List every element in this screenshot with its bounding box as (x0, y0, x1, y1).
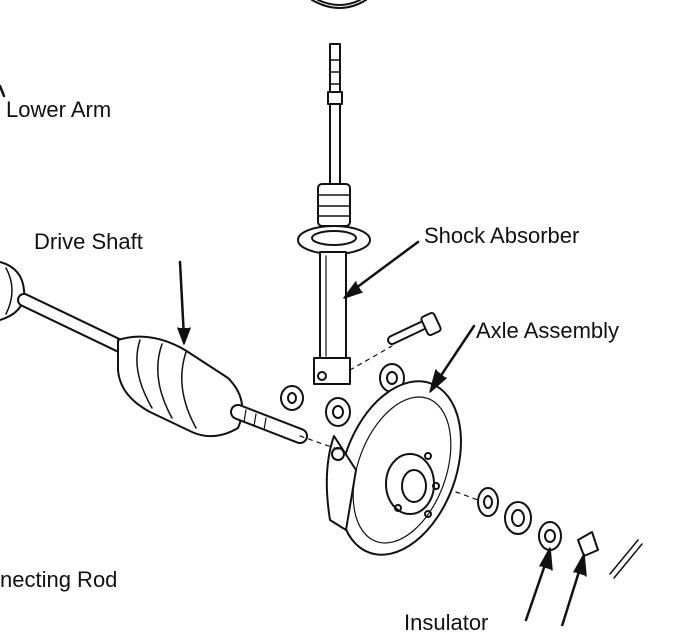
bushings (325, 363, 405, 427)
nut-small (280, 385, 304, 411)
arrow-lower-arm (0, 84, 6, 98)
drive-shaft (0, 261, 308, 444)
axle-assembly (325, 380, 462, 556)
label-lower-arm: Lower Arm (6, 97, 112, 122)
arrow-shock-absorber (346, 240, 420, 296)
label-connecting-rod: necting Rod (0, 567, 118, 592)
label-insulator: Insulator (404, 610, 489, 635)
hub-hardware (477, 487, 643, 579)
bolt (387, 311, 442, 345)
leader-arrows (0, 84, 587, 626)
label-axle-assembly: Axle Assembly (476, 318, 620, 343)
arrow-drive-shaft (178, 260, 186, 340)
label-shock-absorber: Shock Absorber (424, 223, 580, 248)
assembly-guides (299, 345, 479, 501)
label-drive-shaft: Drive Shaft (34, 229, 143, 254)
shock-absorber (297, 43, 371, 385)
spring-seat-top (311, 0, 367, 9)
